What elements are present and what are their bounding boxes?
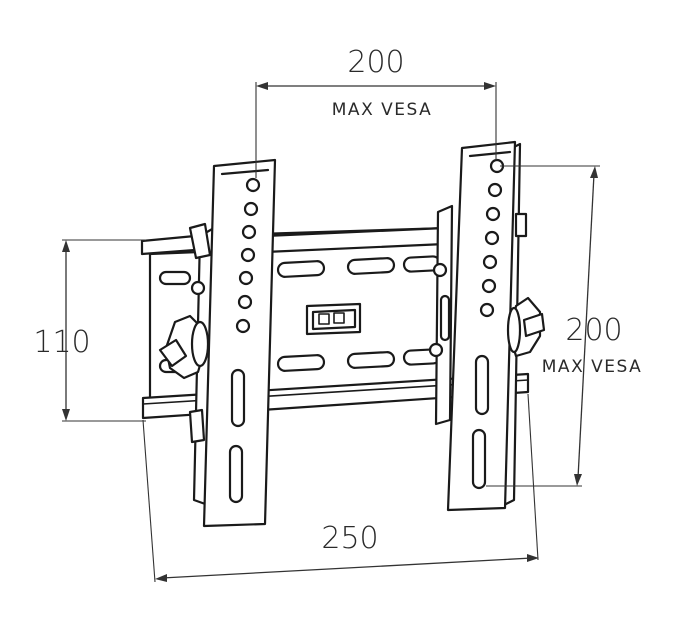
dimension-bottom-width xyxy=(142,393,539,583)
left-tilt-knob xyxy=(158,280,210,380)
top-width-label: MAX VESA xyxy=(332,100,432,120)
right-height-label: MAX VESA xyxy=(542,357,642,377)
right-height-value: 200 xyxy=(565,313,622,348)
dimension-left-height xyxy=(62,239,146,422)
lock-box xyxy=(305,302,362,336)
right-tilt-knob xyxy=(506,296,546,358)
bottom-width-value: 250 xyxy=(321,521,378,556)
top-width-value: 200 xyxy=(347,45,404,80)
right-mounting-arm xyxy=(428,140,546,512)
dimension-top-width xyxy=(255,82,497,178)
left-mounting-arm xyxy=(158,158,277,528)
left-height-value: 110 xyxy=(33,325,90,360)
